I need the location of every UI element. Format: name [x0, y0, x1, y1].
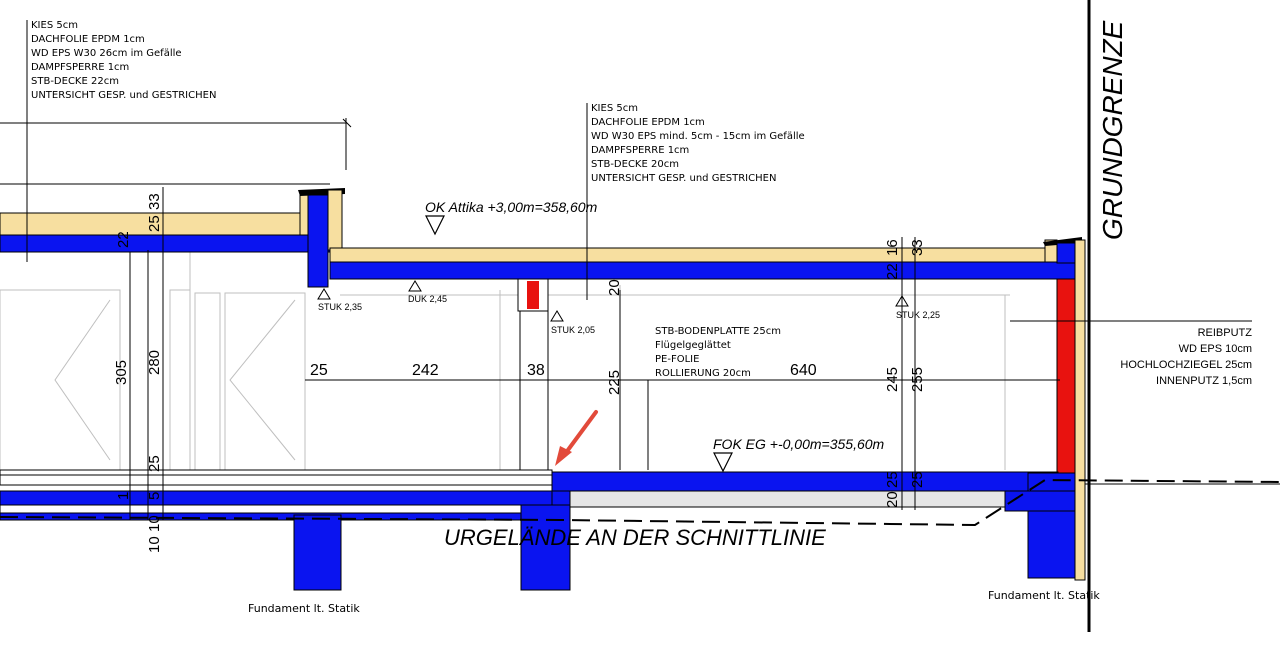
- ground-line: [0, 478, 1280, 527]
- level-triangle-icon: [425, 215, 445, 236]
- floor-note-1: STB-BODENPLATTE 25cm: [655, 326, 781, 337]
- dim-20-bottom: 20: [884, 491, 901, 508]
- inner-column: [517, 278, 549, 474]
- dim-20: 20: [606, 279, 623, 296]
- dim-225: 225: [606, 370, 623, 395]
- roof-left-notes: KIES 5cm DACHFOLIE EPDM 1cm WD EPS W30 2…: [26, 20, 216, 262]
- wall-notes: REIBPUTZ WD EPS 10cm HOCHLOCHZIEGEL 25cm…: [1010, 320, 1253, 387]
- roof-right-note-3: WD W30 EPS mind. 5cm - 15cm im Gefälle: [591, 131, 805, 142]
- dim-242: 242: [412, 362, 439, 379]
- roof-left-note-1: KIES 5cm: [31, 20, 78, 31]
- dim-640: 640: [790, 362, 817, 379]
- foundation-label-left: Fundament lt. Statik: [248, 602, 360, 615]
- height-markers: STUK 2,35 DUK 2,45 STUK 2,05 STUK 2,25: [317, 280, 940, 335]
- marker-stuk-205: STUK 2,05: [551, 325, 595, 335]
- dim-305: 305: [113, 360, 130, 385]
- floor-note-3: PE-FOLIE: [655, 354, 699, 365]
- svg-text:OK Attika +3,00m=358,60m: OK Attika +3,00m=358,60m: [425, 199, 598, 215]
- dimension-lines: [0, 118, 1060, 520]
- wall-note-3: HOCHLOCHZIEGEL 25cm: [1120, 359, 1252, 371]
- level-attika: OK Attika +3,00m=358,60m: [425, 199, 598, 236]
- roof-right-note-4: DAMPFSPERRE 1cm: [591, 145, 689, 156]
- roof-left-note-4: DAMPFSPERRE 1cm: [31, 62, 129, 73]
- roof-right-notes: KIES 5cm DACHFOLIE EPDM 1cm WD W30 EPS m…: [586, 103, 805, 300]
- marker-stuk-225: STUK 2,25: [896, 310, 940, 320]
- roof-right-note-2: DACHFOLIE EPDM 1cm: [591, 117, 705, 128]
- wall-note-1: REIBPUTZ: [1198, 327, 1253, 339]
- dimension-texts: 242 38 25 640 305 280 25 225 20 245 255 …: [113, 193, 926, 553]
- annotation-arrow-icon: [555, 410, 598, 466]
- dim-5: 5: [146, 492, 163, 500]
- dim-245: 245: [884, 367, 901, 392]
- boundary-label: GRUNDGRENZE: [1097, 20, 1128, 240]
- dim-33-left: 33: [146, 193, 163, 210]
- dim-255: 255: [909, 367, 926, 392]
- right-wall: [1056, 239, 1086, 581]
- left-roof: [0, 188, 345, 288]
- dim-1: 1: [115, 492, 132, 500]
- roof-left-note-5: STB-DECKE 22cm: [31, 76, 119, 87]
- wall-note-2: WD EPS 10cm: [1179, 343, 1252, 355]
- dim-280: 280: [146, 350, 163, 375]
- roof-left-note-6: UNTERSICHT GESP. und GESTRICHEN: [31, 90, 216, 101]
- foundation-label-right: Fundament lt. Statik: [988, 589, 1100, 602]
- dim-38: 38: [527, 362, 545, 379]
- roof-right-note-1: KIES 5cm: [591, 103, 638, 114]
- dim-25-top: 25: [146, 215, 163, 232]
- marker-stuk-235: STUK 2,35: [318, 302, 362, 312]
- roof-right-note-6: UNTERSICHT GESP. und GESTRICHEN: [591, 173, 776, 184]
- marker-duk-245: DUK 2,45: [408, 294, 447, 304]
- dim-25-horizontal: 25: [310, 362, 328, 379]
- roof-left-note-3: WD EPS W30 26cm im Gefälle: [31, 48, 182, 59]
- roof-left-note-2: DACHFOLIE EPDM 1cm: [31, 34, 145, 45]
- dim-33-right: 33: [909, 239, 926, 256]
- dim-22-right: 22: [884, 263, 901, 280]
- roof-right-note-5: STB-DECKE 20cm: [591, 159, 679, 170]
- ground-level-label: URGELÄNDE AN DER SCHNITTLINIE: [444, 525, 826, 550]
- floor-note-4: ROLLIERUNG 20cm: [655, 368, 751, 379]
- dim-10-b: 10: [146, 515, 163, 532]
- level-triangle-icon: [713, 452, 733, 473]
- wall-note-4: INNENPUTZ 1,5cm: [1156, 375, 1252, 387]
- dim-25-bottom-a: 25: [884, 471, 901, 488]
- dim-22-left: 22: [115, 231, 132, 248]
- main-roof: [329, 237, 1082, 280]
- dim-25-bottom-b: 25: [909, 471, 926, 488]
- level-fok: FOK EG +-0,00m=355,60m: [713, 436, 885, 473]
- dim-10-a: 10: [146, 536, 163, 553]
- foundations: [293, 472, 1076, 591]
- svg-text:FOK EG +-0,00m=355,60m: FOK EG +-0,00m=355,60m: [713, 436, 885, 452]
- floor-note-2: Flügelgeglättet: [655, 340, 731, 351]
- dim-25-left: 25: [146, 455, 163, 472]
- floor-notes: STB-BODENPLATTE 25cm Flügelgeglättet PE-…: [655, 326, 781, 379]
- dim-16: 16: [884, 239, 901, 256]
- floor-slabs: [0, 469, 1059, 521]
